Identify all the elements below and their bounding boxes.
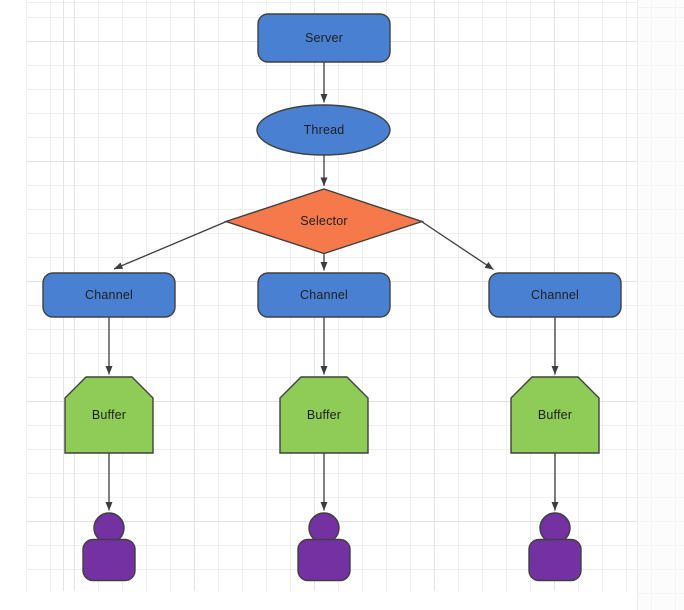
user-node-1[interactable] bbox=[82, 512, 136, 582]
buffer-label-3: Buffer bbox=[537, 407, 573, 422]
buffer-node-1[interactable] bbox=[64, 376, 154, 454]
person-body-icon bbox=[528, 538, 582, 582]
user-node-3[interactable] bbox=[528, 512, 582, 582]
channel-node-3[interactable] bbox=[488, 272, 622, 318]
thread-label: Thread bbox=[303, 122, 345, 137]
buffer-label-1: Buffer bbox=[91, 407, 127, 422]
person-body-icon bbox=[297, 538, 351, 582]
channel-label-3: Channel bbox=[531, 287, 579, 302]
thread-node[interactable] bbox=[256, 104, 391, 156]
person-head-icon bbox=[539, 512, 571, 544]
person-head-icon bbox=[308, 512, 340, 544]
channel-label-2: Channel bbox=[300, 287, 348, 302]
offpage-area bbox=[637, 0, 684, 610]
channel-label-1: Channel bbox=[85, 287, 133, 302]
user-node-2[interactable] bbox=[297, 512, 351, 582]
buffer-label-2: Buffer bbox=[306, 407, 342, 422]
person-body-icon bbox=[82, 538, 136, 582]
channel-node-1[interactable] bbox=[42, 272, 176, 318]
person-head-icon bbox=[93, 512, 125, 544]
connector-selector-channel1[interactable] bbox=[113, 220, 227, 270]
buffer-node-2[interactable] bbox=[279, 376, 369, 454]
channel-node-2[interactable] bbox=[257, 272, 391, 318]
server-node[interactable] bbox=[257, 13, 391, 63]
connector-selector-channel3[interactable] bbox=[421, 220, 494, 271]
server-label: Server bbox=[304, 30, 344, 45]
selector-label: Selector bbox=[300, 213, 348, 228]
selector-node[interactable] bbox=[223, 188, 425, 255]
buffer-node-3[interactable] bbox=[510, 376, 600, 454]
